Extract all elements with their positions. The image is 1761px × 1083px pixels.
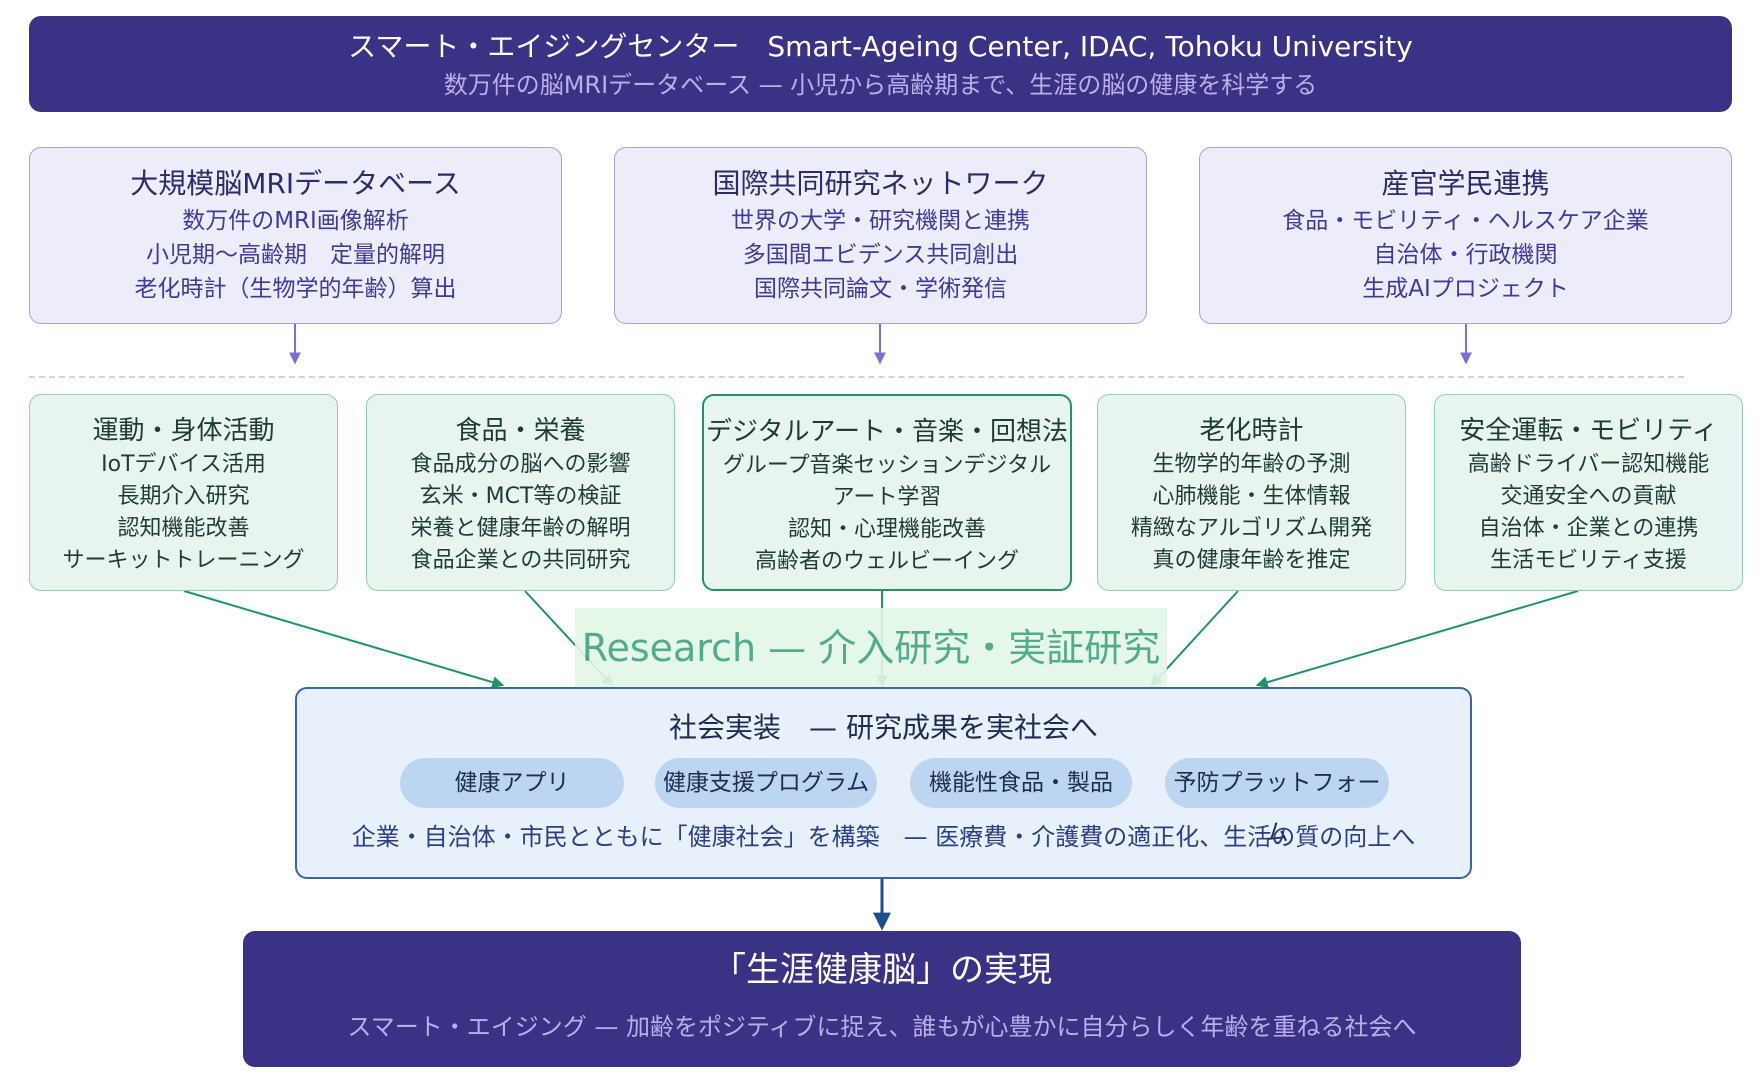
box-food-nutrition: 食品・栄養 食品成分の脳への影響 玄米・MCT等の検証 栄養と健康年齢の解明 食…	[366, 394, 675, 591]
box-line: 食品企業との共同研究	[410, 548, 631, 573]
header-subtitle: 数万件の脳MRIデータベース — 小児から高齢期まで、生涯の脳の健康を科学する	[443, 71, 1318, 99]
pill-health-app: 健康アプリ	[400, 758, 624, 808]
box-line: 生活モビリティ支援	[1490, 548, 1687, 573]
pill-functional-food: 機能性食品・製品	[910, 758, 1132, 808]
box-digital-art-music: デジタルアート・音楽・回想法 グループ音楽セッションデジタル アート学習 認知・…	[702, 394, 1072, 591]
box-mri-database: 大規模脳MRIデータベース 数万件のMRI画像解析 小児期〜高齢期 定量的解明 …	[29, 147, 562, 324]
box-line: 交通安全への貢献	[1500, 484, 1677, 509]
box-title: 安全運転・モビリティ	[1459, 416, 1718, 446]
box-title: デジタルアート・音楽・回想法	[706, 417, 1068, 447]
box-line: IoTデバイス活用	[101, 452, 266, 477]
header-banner: スマート・エイジングセンター Smart-Ageing Center, IDAC…	[29, 16, 1732, 112]
social-implementation-box: 社会実装 — 研究成果を実社会へ 健康アプリ 健康支援プログラム 機能性食品・製…	[295, 687, 1472, 879]
box-industry-collaboration: 産官学民連携 食品・モビリティ・ヘルスケア企業 自治体・行政機関 生成AIプロジ…	[1199, 147, 1732, 324]
section-divider	[29, 376, 1684, 378]
box-exercise: 運動・身体活動 IoTデバイス活用 長期介入研究 認知機能改善 サーキットトレー…	[29, 394, 338, 591]
arrow-research-1	[183, 590, 505, 689]
impl-footer: 企業・自治体・市民とともに「健康社会」を構築 — 医療費・介護費の適正化、生活の…	[351, 823, 1416, 851]
box-line: 食品成分の脳への影響	[410, 452, 631, 477]
box-line: 認知・心理機能改善	[787, 517, 986, 542]
box-title: 老化時計	[1199, 416, 1304, 446]
goal-title: 「生涯健康脳」の実現	[712, 950, 1052, 990]
box-line: 真の健康年齢を推定	[1152, 548, 1351, 573]
box-line: 高齢者のウェルビーイング	[754, 549, 1019, 574]
box-line: 長期介入研究	[117, 484, 250, 509]
box-line: 生物学的年齢の予測	[1152, 452, 1351, 477]
box-line: 老化時計（生物学的年齢）算出	[134, 276, 457, 302]
impl-title: 社会実装 — 研究成果を実社会へ	[669, 711, 1098, 744]
box-line: 高齢ドライバー認知機能	[1467, 452, 1710, 477]
box-line: 食品・モビリティ・ヘルスケア企業	[1282, 208, 1649, 234]
box-line: 自治体・企業との連携	[1478, 516, 1699, 541]
pill-prevention-platform: 予防プラットフォーム	[1165, 758, 1389, 846]
box-line: 多国間エビデンス共同創出	[742, 242, 1019, 268]
box-line: アート学習	[832, 485, 942, 510]
box-line: 自治体・行政機関	[1373, 242, 1558, 268]
box-title: 産官学民連携	[1381, 167, 1550, 200]
box-line: サーキットトレーニング	[62, 548, 305, 573]
goal-subtitle: スマート・エイジング — 加齢をポジティブに捉え、誰もが心豊かに自分らしく年齢を…	[347, 1013, 1417, 1041]
box-line: 小児期〜高齢期 定量的解明	[146, 242, 445, 268]
box-line: 認知機能改善	[117, 516, 250, 541]
box-aging-clock: 老化時計 生物学的年齢の予測 心肺機能・生体情報 精緻なアルゴリズム開発 真の健…	[1097, 394, 1406, 591]
box-line: 国際共同論文・学術発信	[754, 276, 1007, 302]
box-line: 生成AIプロジェクト	[1362, 276, 1569, 302]
pill-health-program: 健康支援プログラム	[655, 758, 877, 808]
box-line: 心肺機能・生体情報	[1152, 484, 1351, 509]
goal-banner: 「生涯健康脳」の実現 スマート・エイジング — 加齢をポジティブに捉え、誰もが心…	[243, 931, 1521, 1067]
box-international-network: 国際共同研究ネットワーク 世界の大学・研究機関と連携 多国間エビデンス共同創出 …	[614, 147, 1147, 324]
box-title: 国際共同研究ネットワーク	[712, 167, 1049, 200]
box-line: グループ音楽セッションデジタル	[722, 453, 1052, 478]
box-line: 玄米・MCT等の検証	[419, 484, 622, 509]
box-line: 栄養と健康年齢の解明	[410, 516, 631, 541]
box-line: 世界の大学・研究機関と連携	[731, 208, 1030, 234]
research-label: Research — 介入研究・実証研究	[575, 608, 1167, 688]
box-title: 運動・身体活動	[92, 416, 275, 446]
box-title: 大規模脳MRIデータベース	[130, 167, 461, 200]
box-line: 精緻なアルゴリズム開発	[1130, 516, 1373, 541]
box-title: 食品・栄養	[455, 416, 586, 446]
arrow-research-5	[1255, 590, 1579, 689]
header-title: スマート・エイジングセンター Smart-Ageing Center, IDAC…	[348, 30, 1413, 63]
box-line: 数万件のMRI画像解析	[182, 208, 409, 234]
box-safe-driving: 安全運転・モビリティ 高齢ドライバー認知機能 交通安全への貢献 自治体・企業との…	[1434, 394, 1743, 591]
